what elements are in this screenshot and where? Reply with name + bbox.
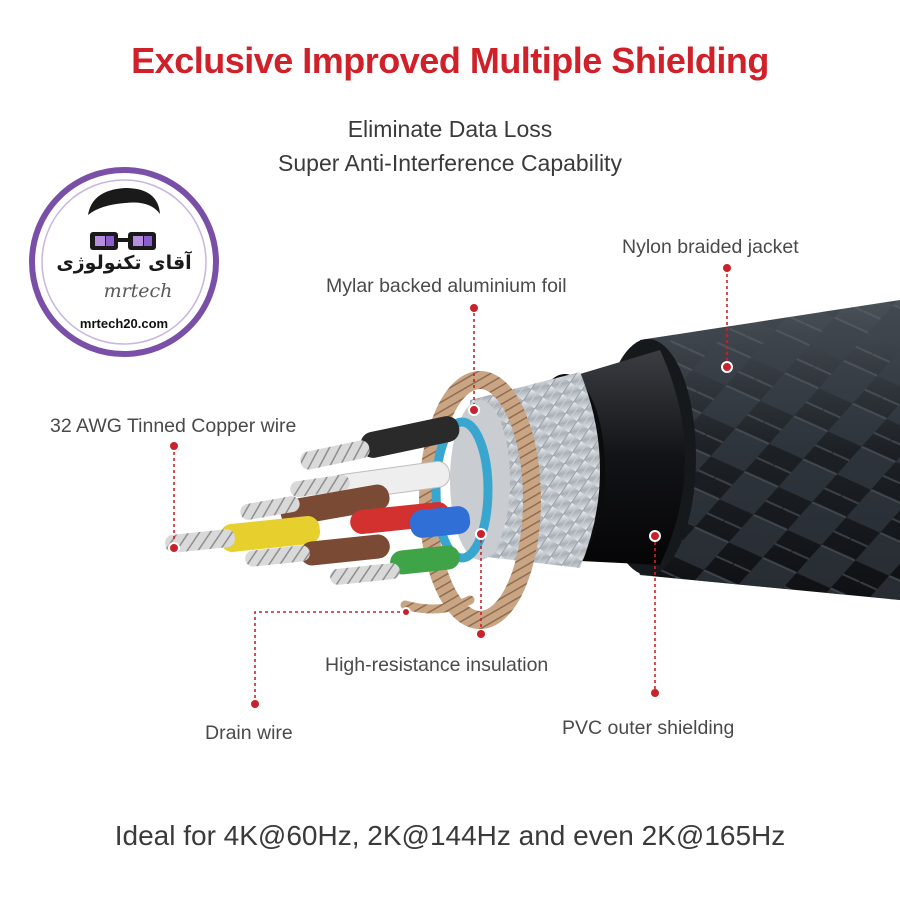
leader-lines [173,268,728,704]
mylar-top-dot [470,304,478,312]
label-pvc-shielding: PVC outer shielding [562,717,735,739]
page-title: Exclusive Improved Multiple Shielding [131,40,769,81]
subtitle-line-2: Super Anti-Interference Capability [278,150,622,176]
label-insulation: High-resistance insulation [325,654,549,676]
logo-script: mrtech [103,280,173,302]
logo-text-fa: آقای تکنولوژی [56,252,192,274]
label-drain-wire: Drain wire [205,722,293,744]
watermark-logo [29,167,219,357]
footer-text: Ideal for 4K@60Hz, 2K@144Hz and even 2K@… [114,820,786,851]
copper-braid-ring [419,371,541,629]
subtitle-line-1: Eliminate Data Loss [347,116,553,142]
inner-wires [165,416,475,614]
label-mylar-foil: Mylar backed aluminium foil [326,275,567,297]
label-copper-wire: 32 AWG Tinned Copper wire [50,415,297,437]
logo-url: mrtech20.com [79,316,169,331]
leader-dots [168,361,733,708]
blue-insulation-ring [431,417,493,563]
label-nylon-jacket: Nylon braided jacket [622,236,799,258]
nylon-top-dot [723,264,731,272]
nylon-braid-texture [620,300,900,600]
copper-top-dot [170,442,178,450]
